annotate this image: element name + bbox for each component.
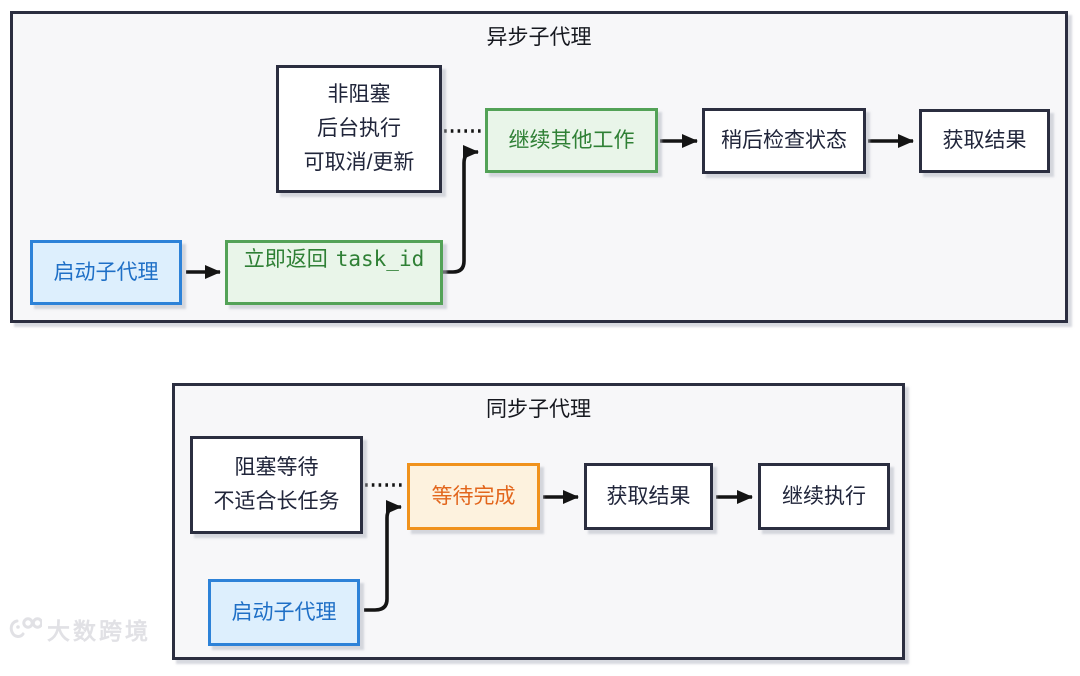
100-smiley-logo-icon	[9, 617, 42, 638]
async-note-line-1: 非阻塞	[327, 83, 391, 106]
async-get-result-label: 获取结果	[942, 129, 1027, 153]
node-sync-note: 阻塞等待 不适合长任务	[190, 436, 363, 534]
watermark-text: 大数跨境	[47, 618, 151, 644]
node-continue-other-work: 继续其他工作	[485, 108, 658, 173]
node-sync-start-subagent: 启动子代理	[208, 579, 360, 646]
continue-other-label: 继续其他工作	[508, 128, 635, 152]
async-start-label: 启动子代理	[53, 260, 159, 284]
continue-exec-label: 继续执行	[782, 484, 866, 508]
sync-note-line-2: 不适合长任务	[213, 490, 340, 513]
sync-note-line-1: 阻塞等待	[234, 456, 319, 479]
node-async-note: 非阻塞 后台执行 可取消/更新	[276, 65, 442, 193]
node-wait-complete: 等待完成	[407, 463, 540, 530]
wait-complete-label: 等待完成	[431, 484, 516, 508]
check-status-label: 稍后检查状态	[721, 129, 847, 153]
node-continue-exec: 继续执行	[758, 463, 890, 530]
sync-get-result-label: 获取结果	[606, 484, 691, 508]
sync-title: 同步子代理	[486, 398, 591, 421]
node-async-start-subagent: 启动子代理	[30, 240, 182, 305]
return-task-cn-label: 立即返回	[243, 248, 328, 271]
async-note-line-2: 后台执行	[317, 117, 401, 140]
node-check-status-later: 稍后检查状态	[702, 108, 866, 174]
sync-start-label: 启动子代理	[231, 600, 337, 624]
async-note-line-3: 可取消/更新	[303, 151, 415, 174]
watermark: 大数跨境	[8, 612, 151, 646]
return-task-code-label: task_id	[335, 247, 425, 271]
node-return-task-id: 立即返回 task_id	[225, 240, 443, 305]
node-async-get-result: 获取结果	[919, 109, 1050, 173]
async-title: 异步子代理	[486, 26, 592, 49]
node-sync-get-result: 获取结果	[584, 463, 713, 530]
